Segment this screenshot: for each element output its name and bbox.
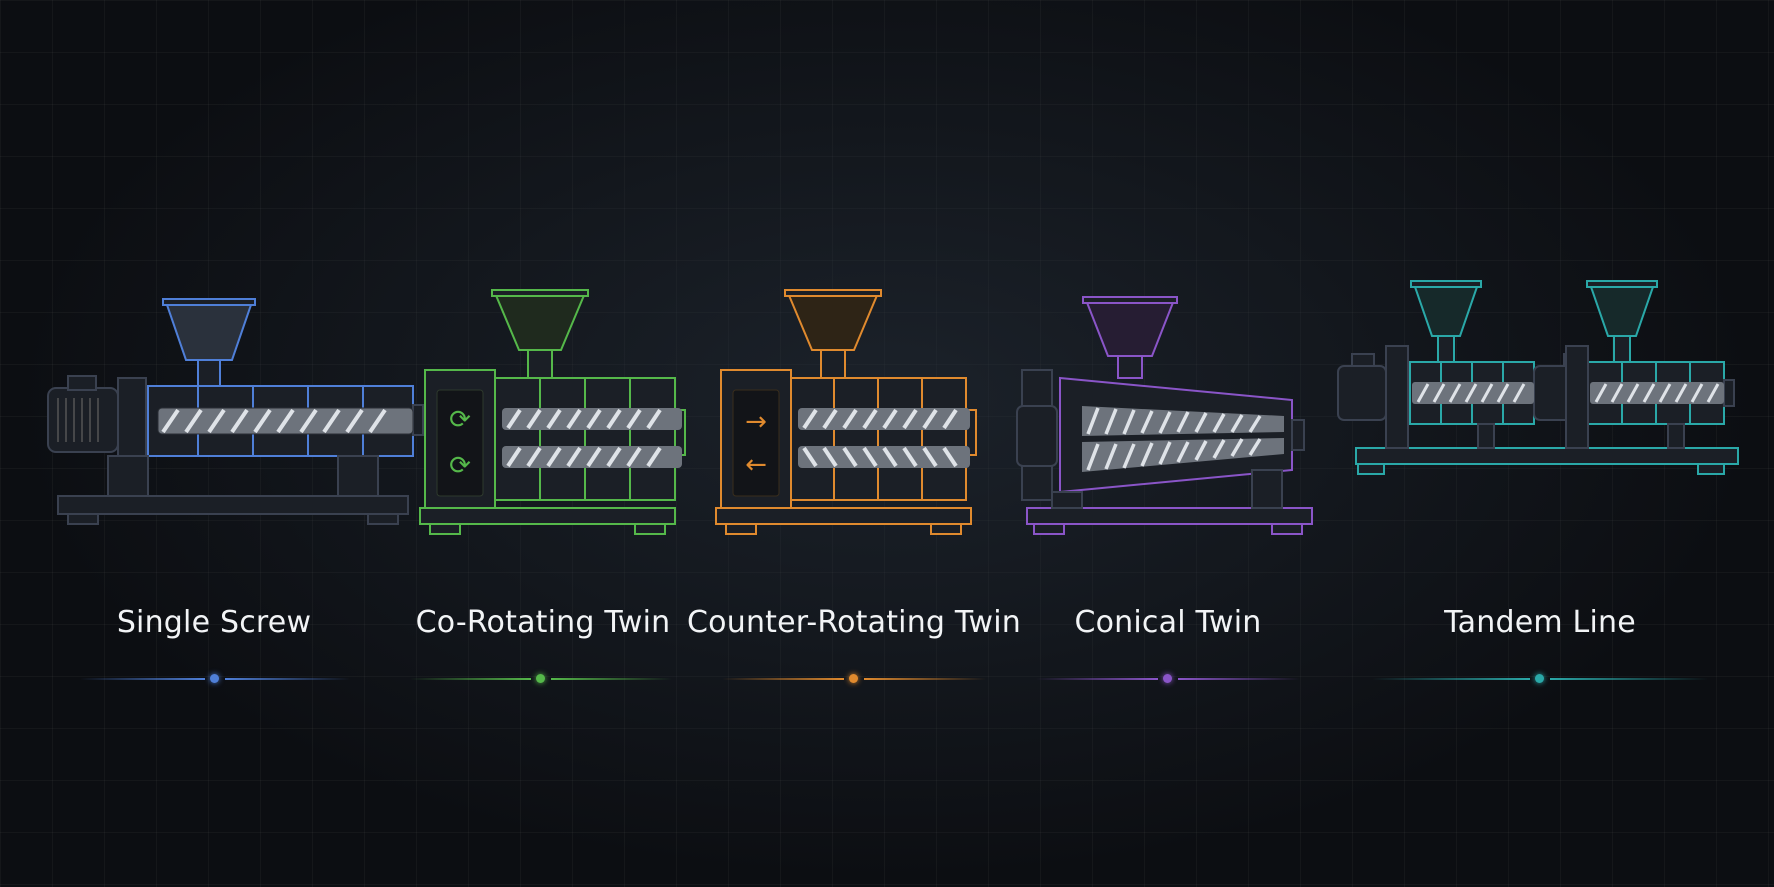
conical-twin-extruder-icon bbox=[1016, 270, 1322, 560]
divider-counter-rotating-twin bbox=[722, 674, 986, 683]
label-co-rotating-twin: Co-Rotating Twin bbox=[415, 605, 671, 640]
svg-text:⟳: ⟳ bbox=[449, 451, 471, 481]
tandem-line-extruder-icon bbox=[1337, 270, 1739, 560]
counter-rotating-twin-extruder-icon: → ← bbox=[715, 270, 977, 560]
co-rotating-twin-extruder-icon: ⟳ ⟳ bbox=[419, 270, 686, 560]
divider-single-screw bbox=[80, 674, 350, 683]
divider-conical-twin bbox=[1036, 674, 1300, 683]
svg-text:→: → bbox=[745, 407, 767, 437]
svg-text:←: ← bbox=[745, 450, 767, 480]
label-counter-rotating-twin: Counter-Rotating Twin bbox=[687, 605, 1021, 640]
label-single-screw: Single Screw bbox=[116, 605, 312, 640]
label-tandem-line: Tandem Line bbox=[1444, 605, 1636, 640]
label-conical-twin: Conical Twin bbox=[1074, 605, 1262, 640]
single-screw-extruder-icon bbox=[47, 270, 424, 560]
divider-tandem-line bbox=[1372, 674, 1708, 683]
divider-co-rotating-twin bbox=[410, 674, 672, 683]
svg-text:⟳: ⟳ bbox=[449, 405, 471, 435]
